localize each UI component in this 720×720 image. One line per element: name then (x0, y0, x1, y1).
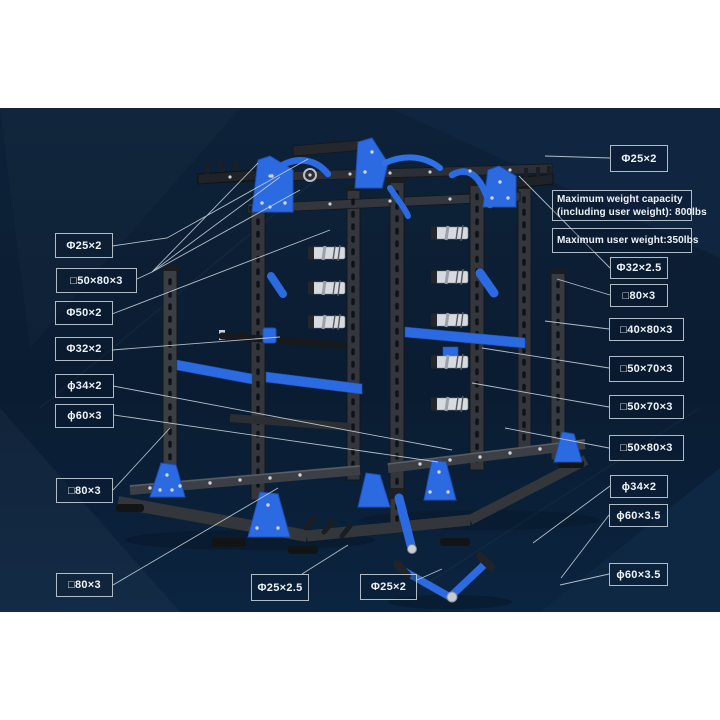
leader-phi25x2-right (544, 155, 611, 159)
leader-80x3-left-upper (112, 427, 171, 491)
multigrip-nubs-left (205, 161, 237, 174)
spec-label-50x80x3-right: □50×80×3 (609, 435, 684, 461)
spec-text: □40×80×3 (620, 323, 673, 336)
spec-label-phi60x3: ϕ60×3 (55, 404, 114, 428)
spec-label-phi32x2: Φ32×2 (55, 337, 113, 361)
spec-text: Φ32×2 (66, 343, 102, 355)
landmine-attachment (389, 488, 417, 554)
max-weight-capacity-note: Maximum weight capacity (including user … (552, 190, 707, 221)
spec-label-phi25x2-5: Φ25×2.5 (251, 574, 309, 601)
spec-label-50x80x3-left: □50×80×3 (56, 268, 137, 293)
spec-text: □50×80×3 (70, 274, 123, 287)
leader-phi60x3-5-a (560, 514, 610, 579)
spec-label-80x3-left-upper: □80×3 (56, 478, 113, 503)
leader-phi60x3 (113, 414, 439, 463)
leader-80x3-right (556, 278, 611, 296)
spec-text: ϕ60×3 (67, 410, 102, 422)
spec-label-phi60x3-5-lower: ϕ60×3.5 (609, 563, 668, 586)
spec-label-phi25x2-left: Φ25×2 (55, 233, 113, 258)
spec-text: Φ25×2.5 (257, 581, 303, 594)
row-handle (393, 552, 495, 603)
spec-label-80x3-right: □80×3 (610, 284, 668, 307)
spec-label-phi32x2-5: Φ32×2.5 (610, 257, 668, 279)
leader-phi25x2-5 (301, 544, 349, 575)
spec-label-40x80x3: □40×80×3 (609, 318, 684, 341)
spec-label-80x3-left-lower: □80×3 (56, 573, 113, 597)
spec-text: □50×80×3 (620, 442, 673, 454)
spec-text: □50×70×3 (620, 401, 673, 413)
leader-50x80x3-c (151, 189, 301, 273)
spec-text: ϕ34×2 (67, 380, 102, 392)
barbell (218, 327, 346, 349)
leader-phi25x2-left (111, 158, 309, 247)
bolt-dots (148, 150, 542, 530)
leader-50x70x3-a (481, 347, 610, 369)
spec-text: Φ50×2 (66, 307, 102, 319)
leader-phi50x2 (111, 229, 331, 315)
spec-text: □80×3 (68, 484, 101, 497)
top-white-band (0, 0, 720, 108)
carabiner-ring (303, 168, 317, 182)
spec-text: ϕ60×3.5 (616, 568, 661, 581)
leader-phi32x2 (111, 336, 281, 351)
note-line: (including user weight): 800lbs (557, 206, 707, 218)
spec-label-phi60x3-5-upper: ϕ60×3.5 (609, 504, 668, 527)
spec-text: □80×3 (622, 289, 656, 302)
spec-text: □50×70×3 (620, 363, 673, 375)
leader-phi34x2-right (532, 485, 611, 544)
spec-text: ϕ34×2 (621, 480, 657, 493)
spec-text: Φ32×2.5 (616, 262, 662, 274)
note-line: Maximum user weight:350lbs (557, 235, 699, 246)
spec-text: Φ25×2 (621, 152, 657, 165)
max-user-weight-note: Maximum user weight:350lbs (552, 228, 699, 253)
leader-phi60x3-5-b (559, 573, 610, 586)
leader-phi25x2-bottom (416, 568, 443, 581)
bottom-white-band (0, 612, 720, 720)
spec-text: ϕ60×3.5 (616, 509, 661, 522)
note-line: Maximum weight capacity (557, 193, 683, 205)
leader-lines (111, 155, 611, 586)
leader-50x80x3-b (151, 176, 281, 273)
leader-80x3-left-lower (112, 487, 279, 586)
spec-label-phi25x2-right: Φ25×2 (610, 145, 668, 172)
spec-label-phi34x2-left: ϕ34×2 (55, 374, 114, 398)
leader-50x80x3-right (504, 427, 610, 449)
leader-40x80x3 (544, 320, 610, 330)
spec-label-50x70x3-upper: □50×70×3 (609, 356, 684, 382)
multigrip-nubs-right (524, 166, 551, 178)
spec-label-phi50x2: Φ50×2 (55, 301, 113, 325)
leader-phi34x2-left (112, 385, 453, 451)
spec-label-phi34x2-right: ϕ34×2 (610, 475, 668, 498)
spec-text: Φ25×2 (66, 239, 102, 252)
diagram-canvas (0, 108, 720, 612)
spec-label-phi25x2-bottom: Φ25×2 (360, 574, 417, 600)
spec-label-50x70x3-lower: □50×70×3 (609, 395, 684, 419)
spec-text: Φ25×2 (370, 581, 407, 593)
spec-text: □80×3 (68, 579, 101, 591)
leader-50x70x3-b (471, 382, 610, 408)
